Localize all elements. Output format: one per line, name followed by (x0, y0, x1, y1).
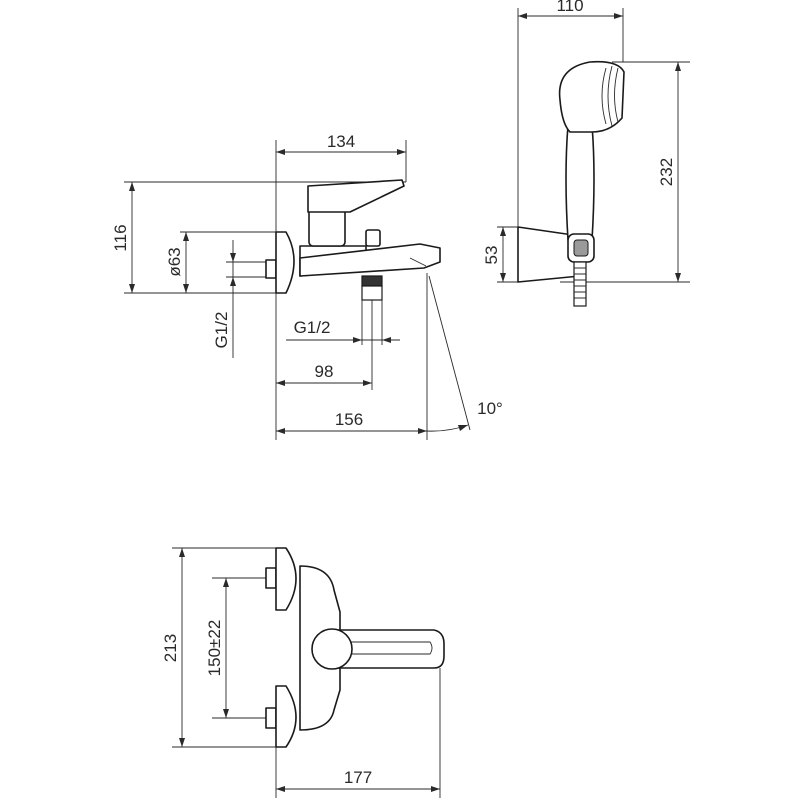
shower-handle (565, 124, 595, 241)
label-body-height: 116 (111, 224, 130, 251)
flange-bottom (275, 685, 297, 748)
inlet-connector-top (265, 567, 277, 589)
wall-connector (265, 259, 277, 279)
diverter-knob (365, 229, 381, 247)
hand-shower-view: 110 232 53 (482, 0, 690, 307)
label-spout-angle: 10° (477, 399, 503, 418)
label-front-width: 177 (344, 768, 372, 787)
label-body-width: 134 (327, 132, 355, 151)
outlet-thread-nut (361, 275, 383, 287)
label-outlet-distance: 98 (315, 362, 334, 381)
label-wall-thread: G1/2 (212, 312, 231, 349)
shower-hose (573, 261, 587, 307)
lever-handle (307, 179, 405, 213)
label-outlet-thread: G1/2 (294, 318, 331, 337)
shower-head (558, 60, 625, 133)
spout-arm (329, 629, 445, 669)
label-flange-diameter: ø63 (165, 247, 184, 276)
label-holder-height: 53 (482, 246, 501, 265)
label-front-height: 213 (161, 634, 180, 662)
label-spout-projection: 156 (335, 410, 363, 429)
label-shower-height: 232 (657, 158, 676, 186)
wall-flange (275, 231, 295, 294)
mixer-spout (299, 243, 441, 277)
inlet-connector-bottom (265, 707, 277, 729)
mixer-front-view: 213 150±22 177 (161, 547, 445, 798)
mixer-side-view: 134 116 ø63 G1/2 G1/2 98 156 1 (111, 132, 503, 440)
label-inlet-spacing: 150±22 (205, 620, 224, 677)
label-shower-width: 110 (556, 0, 583, 15)
flange-top (275, 547, 297, 611)
cartridge-knob (311, 628, 353, 670)
